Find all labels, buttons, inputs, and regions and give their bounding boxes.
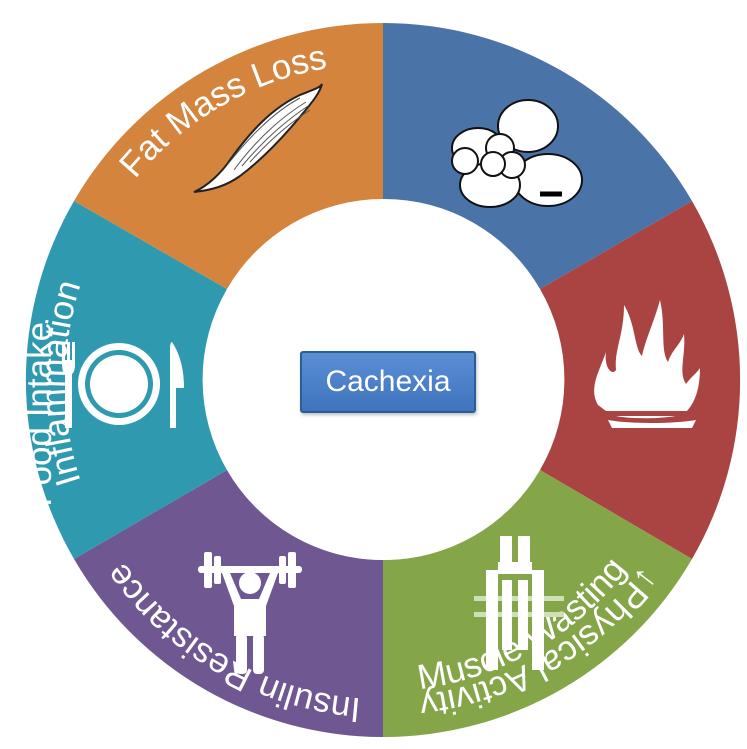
weightlifter-icon	[198, 552, 302, 674]
segment-physical-activity	[74, 470, 383, 737]
fat-cells-icon	[451, 99, 583, 208]
fire-icon	[594, 300, 700, 428]
label-food-intake: ↓ Food Intake	[20, 322, 59, 534]
center-label-box: Cachexia	[300, 351, 476, 413]
muscle-icon	[193, 83, 323, 193]
insulin-receptor-icon	[474, 536, 564, 670]
center-label: Cachexia	[325, 365, 451, 398]
segment-muscle-wasting	[74, 22, 383, 289]
plate-cutlery-icon	[62, 342, 184, 428]
